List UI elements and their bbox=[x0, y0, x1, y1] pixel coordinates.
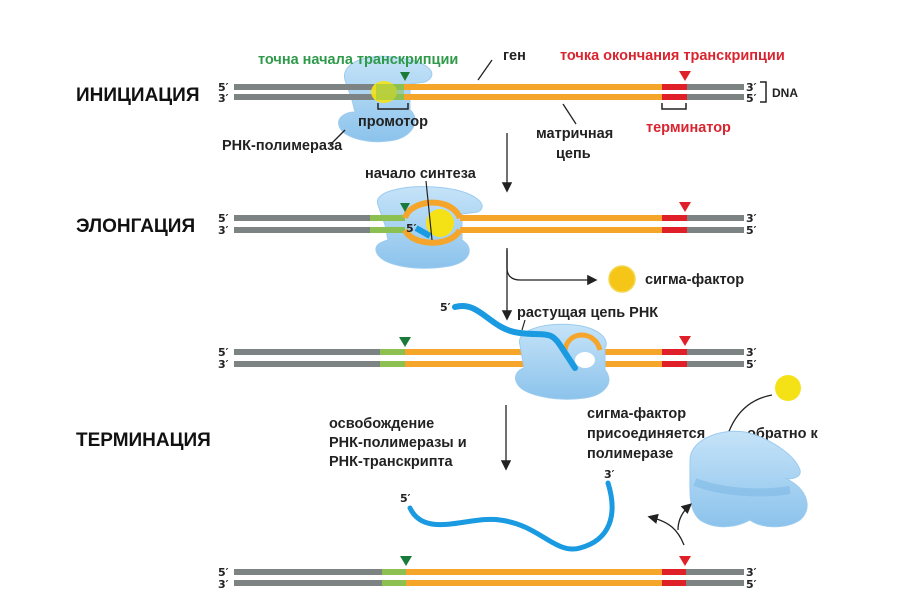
dna-initiation bbox=[234, 55, 767, 146]
strand-end-3prime: 3′ bbox=[218, 578, 229, 591]
strand-end-5prime: 5′ bbox=[218, 212, 229, 225]
sigma-factor-icon bbox=[775, 375, 801, 401]
rna-polymerase-label: РНК-полимераза bbox=[222, 138, 343, 154]
rna-5prime-label: 5′ bbox=[406, 222, 417, 235]
terminator-bracket bbox=[661, 103, 687, 110]
dna-final bbox=[234, 556, 744, 586]
promoter-bracket bbox=[377, 103, 409, 110]
template-strand-label-line2: цепь bbox=[556, 146, 591, 162]
release-label-line2: РНК-полимеразы и bbox=[329, 435, 467, 451]
promoter-label: промотор bbox=[358, 114, 428, 130]
strand-end-3prime: 3′ bbox=[746, 346, 757, 359]
start-marker-icon bbox=[399, 337, 411, 347]
arrow-branch-icon bbox=[506, 250, 598, 286]
release-label-line3: РНК-транскрипта bbox=[329, 454, 454, 470]
released-rna-transcript bbox=[407, 480, 615, 552]
strand-end-5prime: 5′ bbox=[218, 566, 229, 579]
strand-end-3prime: 3′ bbox=[218, 224, 229, 237]
growing-rna-strand bbox=[452, 302, 578, 371]
rna-3prime-label: 3′ bbox=[604, 468, 615, 481]
transcription-end-label: точка окончания транскрипции bbox=[560, 48, 785, 64]
sigma-rejoin-back-label: обратно к bbox=[747, 426, 818, 442]
stage-label-initiation: ИНИЦИАЦИЯ bbox=[76, 85, 199, 106]
sigma-rejoin-label-line1: сигма-фактор bbox=[587, 406, 686, 422]
stage-label-termination: ТЕРМИНАЦИЯ bbox=[76, 430, 211, 451]
strand-end-5prime: 5′ bbox=[746, 224, 757, 237]
strand-end-5prime: 5′ bbox=[746, 92, 757, 105]
strand-end-5prime: 5′ bbox=[218, 346, 229, 359]
strand-end-3prime: 3′ bbox=[218, 92, 229, 105]
dna-elongation: 5′ bbox=[234, 180, 744, 269]
rna-5prime-label: 5′ bbox=[440, 301, 451, 314]
transcription-start-label: точна начала транскрипции bbox=[258, 52, 458, 68]
free-rna-polymerase bbox=[689, 430, 808, 528]
sigma-factor-icon bbox=[608, 265, 636, 293]
strand-end-3prime: 3′ bbox=[746, 566, 757, 579]
sigma-rejoin-label-line2: присоединяется bbox=[587, 426, 705, 442]
growing-rna-label: растущая цепь РНК bbox=[517, 305, 658, 321]
release-arrow-icon bbox=[677, 503, 692, 531]
release-label-line1: освобождение bbox=[329, 416, 434, 432]
sigma-factor-bound bbox=[426, 209, 454, 237]
end-marker-icon bbox=[679, 71, 691, 81]
sigma-factor-label: сигма-фактор bbox=[645, 272, 744, 288]
release-arrow-icon bbox=[647, 513, 685, 546]
dna-elongation-progress bbox=[234, 302, 744, 400]
rna-polymerase-elongating bbox=[515, 323, 610, 400]
template-strand-label-line1: матричная bbox=[536, 126, 613, 142]
start-marker-icon bbox=[400, 203, 410, 212]
sigma-rejoin-label-line3: полимеразе bbox=[587, 446, 673, 462]
start-marker-icon bbox=[400, 72, 410, 81]
dna-label: DNA bbox=[772, 86, 798, 100]
rna-strand-initial bbox=[414, 225, 432, 239]
end-marker-icon bbox=[679, 556, 691, 566]
stage-label-elongation: ЭЛОНГАЦИЯ bbox=[76, 216, 195, 237]
strand-end-5prime: 5′ bbox=[746, 358, 757, 371]
strand-end-3prime: 3′ bbox=[218, 358, 229, 371]
strand-end-5prime: 5′ bbox=[218, 81, 229, 94]
gene-label: ген bbox=[503, 48, 526, 64]
strand-end-5prime: 5′ bbox=[746, 578, 757, 591]
end-marker-icon bbox=[679, 336, 691, 346]
rna-5prime-label: 5′ bbox=[400, 492, 411, 505]
strand-end-3prime: 3′ bbox=[746, 212, 757, 225]
strand-end-3prime: 3′ bbox=[746, 81, 757, 94]
start-marker-icon bbox=[400, 556, 412, 566]
end-marker-icon bbox=[679, 202, 691, 212]
synthesis-start-label: начало синтеза bbox=[365, 166, 477, 182]
terminator-label: терминатор bbox=[646, 120, 731, 136]
dna-bracket bbox=[760, 81, 767, 103]
